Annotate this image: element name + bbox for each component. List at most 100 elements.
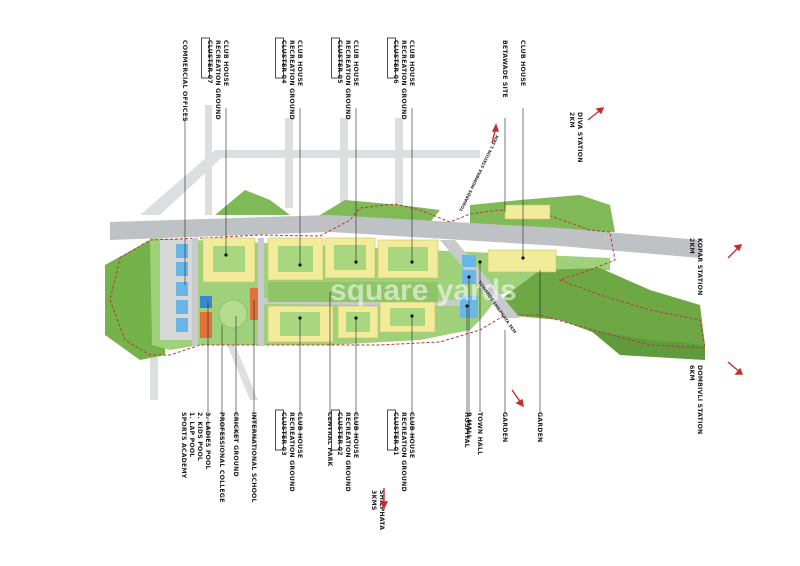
label-line: CLUB HOUSE — [352, 412, 359, 458]
secondary-road-v3 — [395, 118, 403, 208]
cluster-07-ground — [213, 246, 245, 272]
cluster-title: CLUSTER 04 — [280, 40, 287, 84]
road-label-mumbra: TOWARDS MUMBRA STATION 1.5KM — [458, 134, 499, 212]
pool-3 — [176, 282, 188, 296]
internal-road-central — [258, 238, 264, 346]
professional-college-bldg — [200, 312, 212, 338]
label-line: RECREATION GROUND — [344, 412, 351, 492]
station-label: 3KMS — [370, 490, 377, 511]
label-line: COMMERCIAL OFFICES — [181, 40, 188, 122]
marker-dot — [478, 260, 482, 264]
cluster-title: CLUSTER 03 — [280, 412, 287, 456]
marker-dot — [298, 316, 302, 320]
label-line: CLUB HOUSE — [408, 40, 415, 86]
cluster-box — [275, 409, 284, 451]
label-line: 1. LAP POOL — [188, 412, 195, 457]
label-line: HOSPITAL — [463, 412, 470, 448]
label-garden-2: GARDEN — [536, 412, 543, 442]
marker-dot — [224, 253, 228, 257]
cluster-box — [387, 37, 396, 79]
label-line: RECREATION GROUND — [214, 40, 221, 120]
marker-dot — [410, 260, 414, 264]
label-line: GARDEN — [501, 412, 508, 442]
secondary-road-v4 — [205, 105, 212, 215]
label-line: R MALL — [465, 412, 472, 439]
secondary-road-north-2 — [220, 150, 480, 158]
label-hospital: HOSPITAL — [463, 412, 470, 448]
cluster-04-ground — [278, 246, 313, 272]
town-hall-bldg — [462, 255, 476, 267]
cluster-box — [275, 37, 284, 79]
cluster-05-ground — [334, 245, 366, 270]
cluster-box — [387, 409, 396, 451]
label-line: CRICKET GROUND — [232, 412, 239, 477]
betawade-block — [504, 204, 551, 220]
label-professional-college: PROFESSIONAL COLLEGE — [218, 412, 225, 503]
label-line: CLUB HOUSE — [408, 412, 415, 458]
cricket-ground — [218, 299, 248, 329]
cluster-title: CLUSTER 07 — [206, 40, 213, 84]
secondary-road-south-2 — [225, 340, 258, 400]
pool-2 — [176, 262, 188, 276]
northwest-green — [215, 190, 290, 215]
label-line: CLUB HOUSE — [352, 40, 359, 86]
sports-pool — [200, 296, 212, 308]
station-arrows — [379, 107, 744, 510]
cluster-box — [201, 37, 210, 79]
marker-dots — [224, 253, 525, 320]
east-cluster-block — [487, 249, 557, 273]
watermark: square yards — [330, 274, 517, 307]
label-line: CLUB HOUSE — [222, 40, 229, 86]
label-club-house-top: CLUB HOUSE — [519, 40, 526, 86]
secondary-road-v1 — [285, 118, 293, 208]
cluster-06-ground — [388, 247, 428, 271]
pool-5 — [176, 318, 188, 332]
label-line: CLUB HOUSE — [519, 40, 526, 86]
marker-dot — [467, 275, 471, 279]
site-boundary — [109, 203, 706, 356]
label-line: TOWN HALL — [476, 412, 483, 455]
label-line: RECREATION GROUND — [344, 40, 351, 120]
marker-dot — [465, 304, 469, 308]
station-label: 2KM — [568, 112, 575, 128]
label-international-school: INTERNATIONAL SCHOOL — [250, 412, 257, 503]
label-line: INTERNATIONAL SCHOOL — [250, 412, 257, 503]
west-green — [105, 240, 165, 360]
secondary-road-v2 — [340, 118, 348, 208]
marker-dot — [354, 316, 358, 320]
label-cricket-ground: CRICKET GROUND — [232, 412, 239, 477]
label-r-mall: R MALL — [465, 412, 472, 439]
station-label: DOMBIVLI STATION — [696, 365, 703, 434]
clusters — [202, 204, 557, 343]
pool-4 — [176, 300, 188, 314]
main-highway — [110, 215, 700, 258]
east-green — [500, 268, 705, 350]
station-label: SHILPHATA — [378, 490, 385, 530]
label-line: CENTRAL PARK — [326, 412, 333, 467]
label-line: 3. LADIES POOL — [204, 412, 211, 470]
label-line: CLUB HOUSE — [296, 40, 303, 86]
cluster-title: CLUSTER 05 — [336, 40, 343, 84]
marker-dot — [354, 260, 358, 264]
top-leaders — [184, 108, 524, 285]
station-label: KOPAR STATION — [696, 238, 703, 296]
shilphata-arrow-head — [379, 501, 389, 510]
kopar-arrow-head — [733, 244, 743, 252]
label-town-hall: TOWN HALL — [476, 412, 483, 455]
label-line: RECREATION GROUND — [400, 412, 407, 492]
bottom-leaders — [207, 262, 541, 440]
central-park — [268, 282, 438, 302]
cluster-box — [331, 409, 340, 451]
